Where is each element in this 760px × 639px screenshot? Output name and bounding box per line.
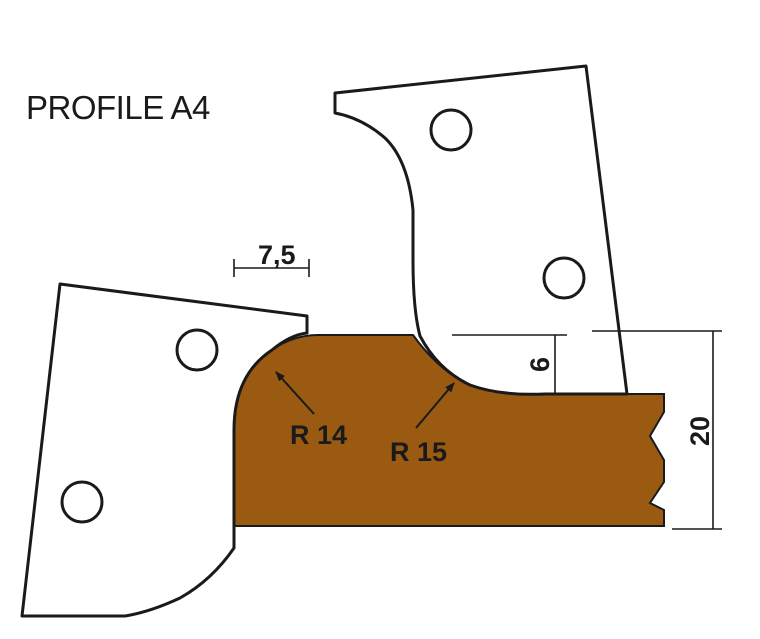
- right-knife-hole-lower: [542, 256, 586, 300]
- radius-r14-label: R 14: [290, 420, 347, 450]
- dimension-height-step: 6: [452, 334, 567, 395]
- right-knife-hole-upper: [429, 108, 473, 152]
- radius-r14-callout: R 14: [275, 371, 347, 450]
- radius-r15-callout: R 15: [390, 382, 455, 467]
- radius-r15-label: R 15: [390, 437, 447, 467]
- right-cutter-knife: [333, 64, 629, 396]
- left-knife-hole-upper: [175, 328, 219, 372]
- dimension-height-step-label: 6: [525, 357, 555, 372]
- left-cutter-knife: [20, 282, 309, 618]
- dimension-height-total-label: 20: [685, 416, 715, 446]
- dimension-width-step: 7,5: [233, 240, 310, 277]
- left-knife-hole-lower: [60, 480, 104, 524]
- dimension-width-step-label: 7,5: [258, 240, 296, 270]
- profile-title: PROFILE A4: [26, 89, 210, 126]
- dimension-height-total: 20: [592, 330, 722, 530]
